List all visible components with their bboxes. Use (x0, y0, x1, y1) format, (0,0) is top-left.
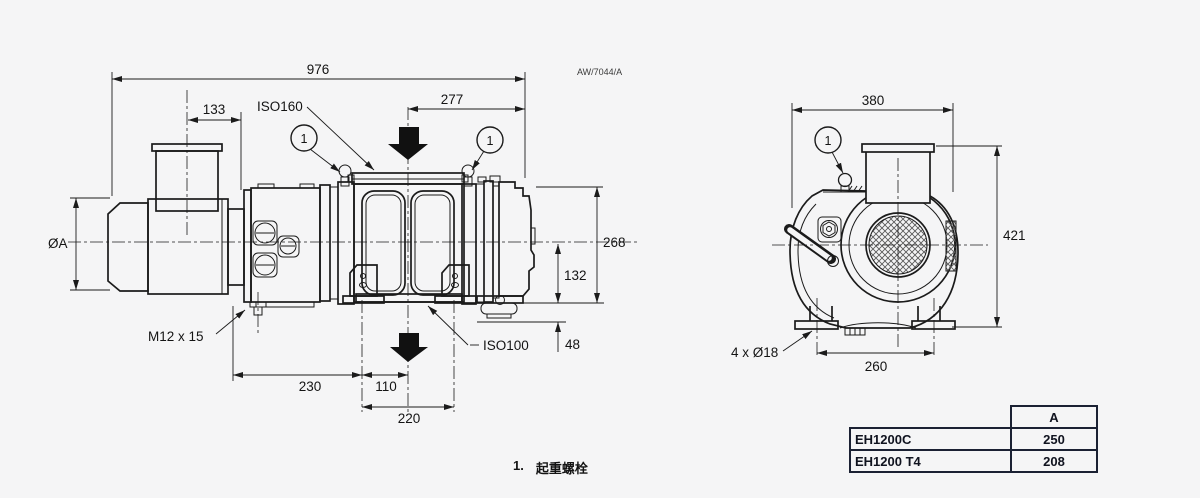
footnote-number: 1. (513, 458, 524, 473)
balloon-callout-end: 1 (814, 126, 844, 174)
end-view-dimensions: 380 421 260 4 x Ø18 (731, 93, 1026, 374)
dimension-table: A EH1200C 250 EH1200 T4 208 (849, 405, 1098, 473)
side-view-drawing: 1 1 ISO160 ISO100 M12 x 15 ØA 976 133 27… (48, 62, 640, 426)
dim-48: 48 (565, 337, 580, 352)
flow-arrow-down-top-icon (388, 127, 428, 160)
drawing-number: AW/7044/A (577, 67, 622, 77)
mounting-feet (342, 264, 477, 304)
footnote-text: 起重螺栓 (535, 461, 588, 476)
flow-arrow-down-bottom-icon (390, 333, 428, 362)
dim-268: 268 (603, 235, 626, 250)
dim-421: 421 (1003, 228, 1026, 243)
dim-220: 220 (398, 411, 421, 426)
dim-277: 277 (441, 92, 464, 107)
hex-plug (817, 216, 842, 243)
end-view-feet (794, 306, 956, 330)
model-name: EH1200C (849, 427, 1012, 451)
shaft-diameter-label: ØA (48, 236, 68, 251)
table-row: EH1200C 250 (849, 427, 1098, 451)
dim-133: 133 (203, 102, 226, 117)
end-cover (475, 175, 536, 319)
balloon-number: 1 (487, 134, 494, 148)
pump-body (337, 164, 477, 305)
table-header-row: A (850, 405, 1098, 429)
model-name: EH1200 T4 (849, 449, 1012, 473)
handle-bar (784, 224, 839, 267)
balloon-number: 1 (301, 132, 308, 146)
balloon-callout-right: 1 (471, 126, 504, 171)
motor-body (107, 143, 229, 295)
table-header-a: A (1010, 405, 1098, 429)
lifting-eyebolt-end (823, 172, 866, 193)
bolt-holes-label: 4 x Ø18 (731, 345, 778, 360)
table-row: EH1200 T4 208 (849, 449, 1098, 473)
outlet-rail (355, 293, 463, 303)
inlet-duct (861, 143, 935, 204)
dim-110: 110 (375, 379, 397, 394)
model-a-value: 250 (1010, 427, 1098, 451)
terminal-box (155, 150, 219, 212)
model-a-value: 208 (1010, 449, 1098, 473)
gearbox-housing (227, 183, 339, 316)
iso100-label: ISO100 (483, 338, 529, 353)
end-view-drawing: 1 380 421 260 4 x Ø18 (731, 93, 1026, 374)
dim-132: 132 (564, 268, 587, 283)
iso160-label: ISO160 (257, 99, 303, 114)
dim-230: 230 (299, 379, 322, 394)
table-header-spacer (850, 406, 1011, 428)
balloon-callout-left: 1 (290, 124, 341, 173)
side-view-dimensions: 976 133 277 268 132 48 230 110 22 (70, 62, 626, 426)
balloon-number: 1 (825, 134, 832, 148)
dim-380: 380 (862, 93, 885, 108)
m12-label: M12 x 15 (148, 329, 204, 344)
dim-976: 976 (307, 62, 330, 77)
footnote: 1. 起重螺栓 (513, 458, 588, 477)
dim-260: 260 (865, 359, 888, 374)
